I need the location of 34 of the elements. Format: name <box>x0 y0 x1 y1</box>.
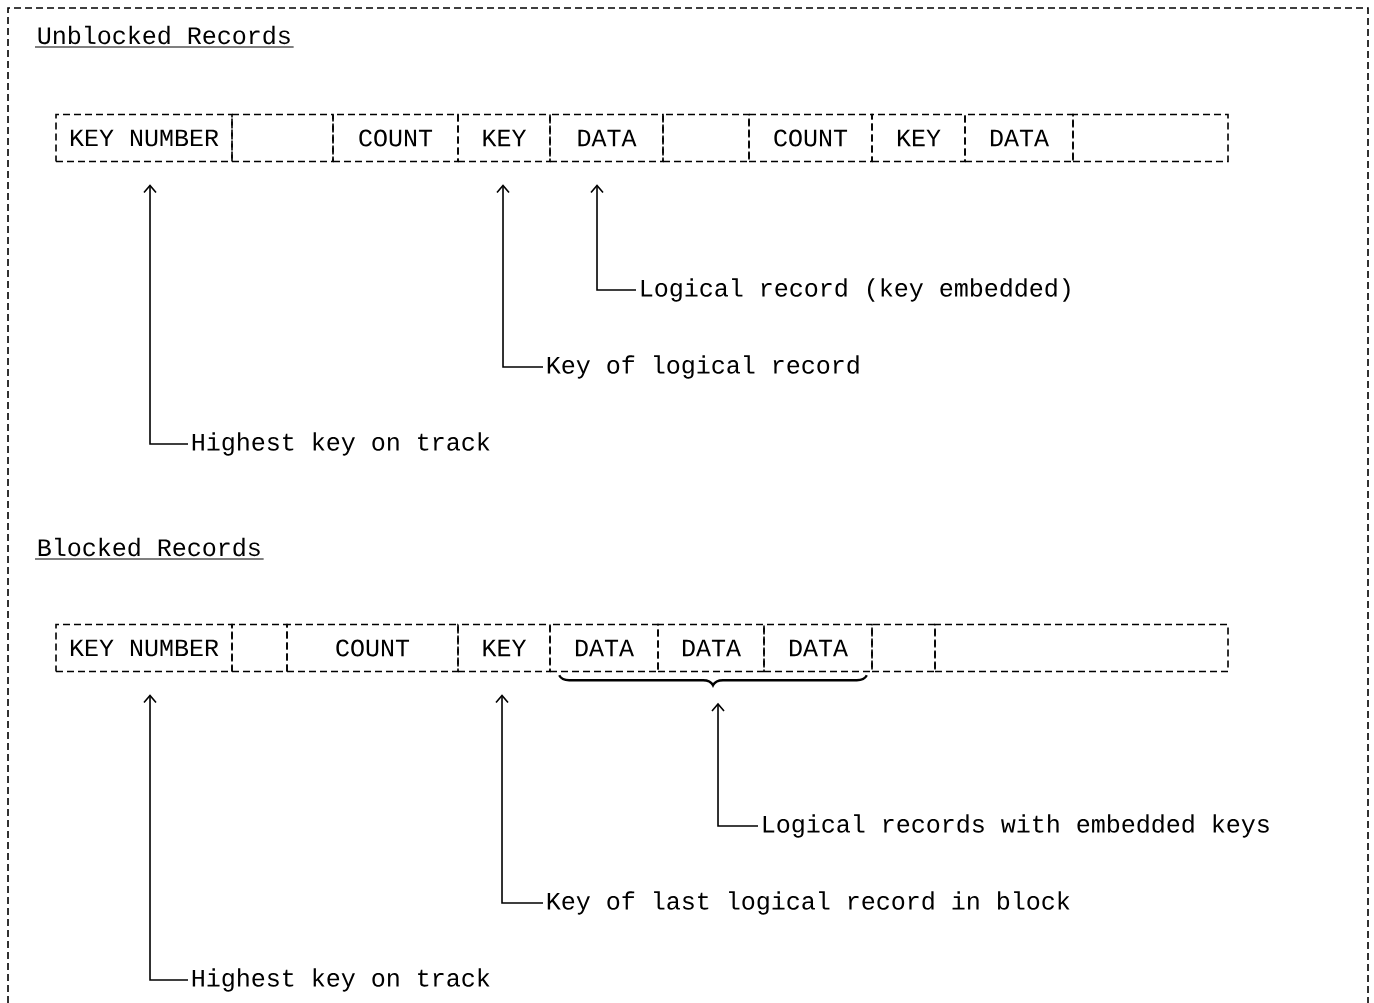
track-cell: KEY <box>871 113 966 163</box>
track-cell: DATA <box>964 113 1074 163</box>
track-cell: COUNT <box>748 113 873 163</box>
brace <box>558 674 868 687</box>
track-cell: COUNT <box>286 623 459 673</box>
callout-text: Logical record (key embedded) <box>641 278 1070 302</box>
track-cell <box>1072 113 1229 163</box>
track-cell: DATA <box>549 113 664 163</box>
track-cell <box>231 113 334 163</box>
section-heading: Unblocked Records <box>34 25 295 48</box>
track-cell <box>662 113 750 163</box>
track-cell: COUNT <box>332 113 459 163</box>
track-cell <box>871 623 936 673</box>
leader-line <box>590 184 637 291</box>
track-cell: DATA <box>549 623 659 673</box>
callout-text: Highest key on track <box>192 432 490 456</box>
track-cell: KEY NUMBER <box>55 113 233 163</box>
leader-line <box>495 694 544 904</box>
callout-text: Logical records with embedded keys <box>763 814 1269 838</box>
track-cell: KEY <box>457 623 551 673</box>
track-cell: DATA <box>657 623 765 673</box>
track-cell: DATA <box>763 623 873 673</box>
track-cell: KEY NUMBER <box>55 623 233 673</box>
leader-line <box>143 184 189 445</box>
callout-text: Highest key on track <box>192 968 490 992</box>
track-cell <box>934 623 1229 673</box>
leader-line <box>496 184 544 368</box>
track-cell: KEY <box>457 113 551 163</box>
section-heading: Blocked Records <box>34 537 265 560</box>
leader-line <box>711 702 759 827</box>
leader-line <box>143 694 189 981</box>
callout-text: Key of logical record <box>547 355 859 379</box>
track-cell <box>231 623 288 673</box>
callout-text: Key of last logical record in block <box>547 891 1070 915</box>
